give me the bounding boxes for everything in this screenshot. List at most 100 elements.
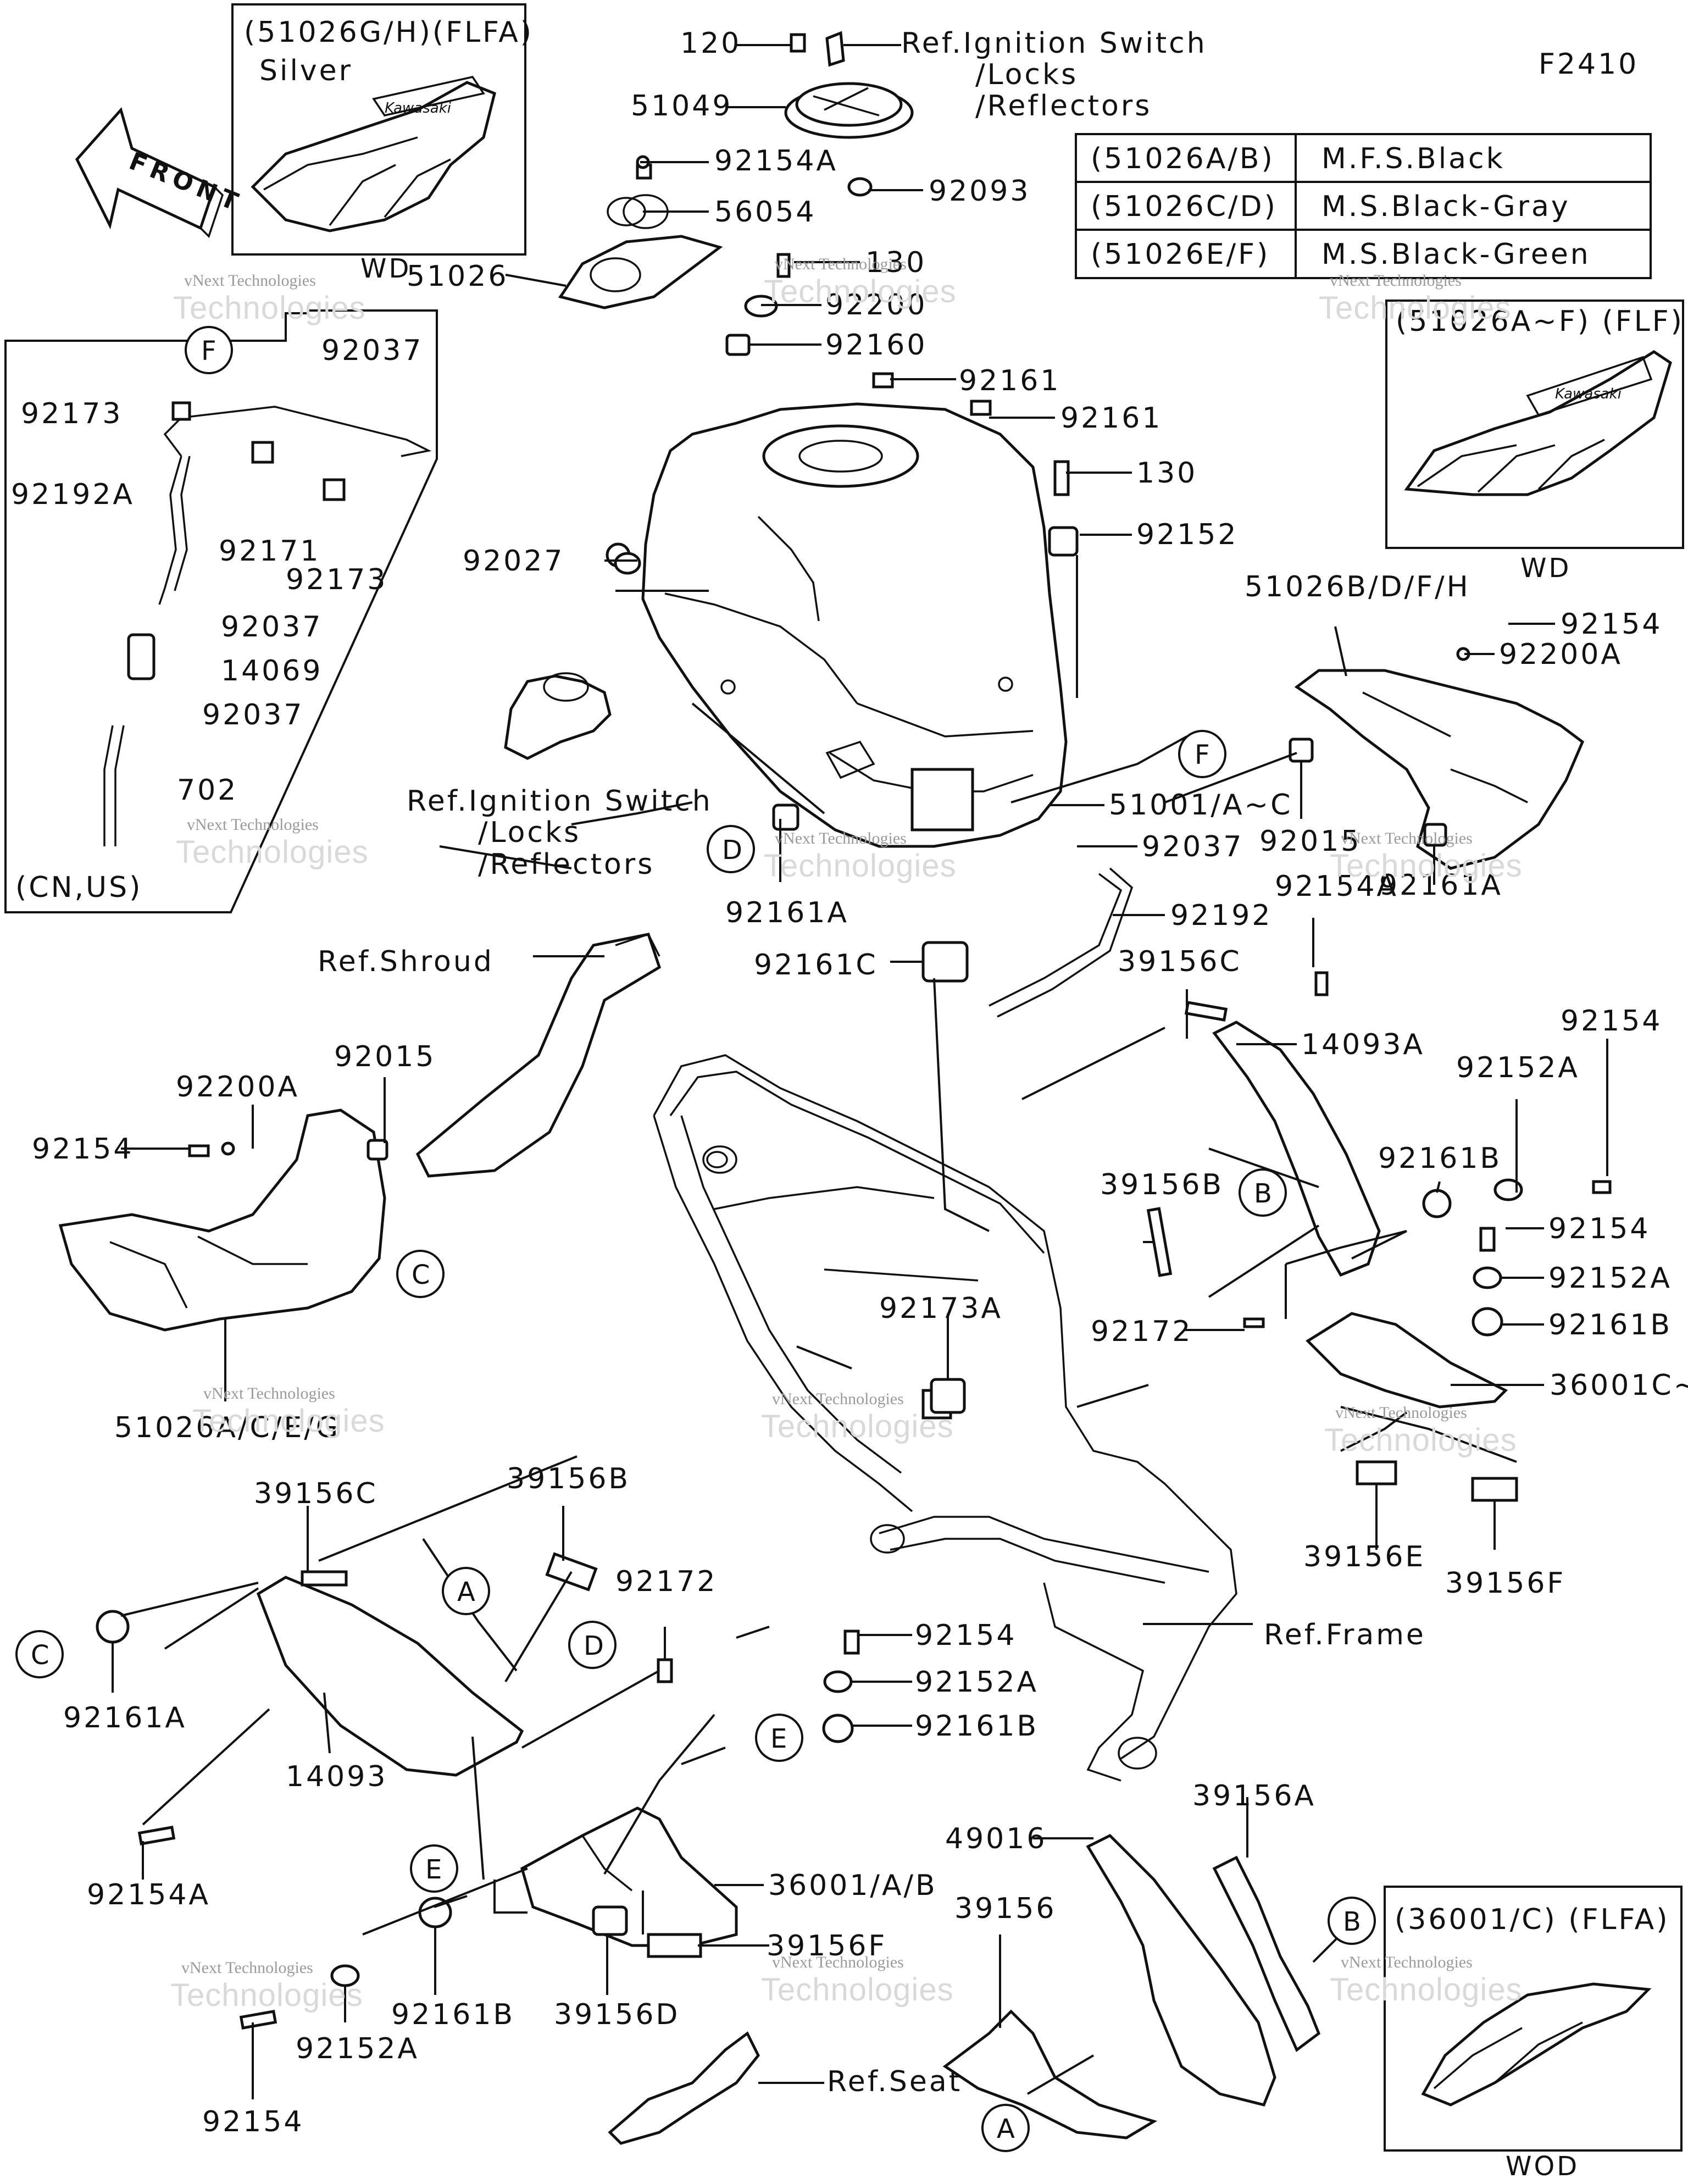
tank-cover-silver-illustration: Kawasaki (251, 76, 496, 232)
inner-panel-14093-drawing (256, 1576, 524, 1777)
callout-d-tank: D (707, 825, 755, 873)
watermark-text: Technologies (1330, 848, 1523, 884)
part-label: 120 (680, 27, 741, 60)
front-direction-arrow: FRONT (75, 107, 247, 239)
part-label: 39156E (1303, 1540, 1425, 1573)
part-label: 92037 (221, 611, 323, 644)
part-label: 92154 (202, 2105, 304, 2138)
part-label: 92173 (21, 397, 123, 430)
svg-text:C: C (412, 1260, 430, 1290)
svg-text:D: D (584, 1631, 604, 1661)
part-label: 92200A (176, 1071, 299, 1104)
part-label: 92161A (1379, 869, 1503, 902)
inset-silver-subtitle: Silver (259, 54, 353, 87)
inset-silver-box (231, 3, 526, 256)
part-label: 39156C (1118, 945, 1242, 978)
tank-cover-flf-illustration: Kawasaki (1404, 350, 1672, 496)
fuel-cap-drawing (784, 31, 914, 197)
callout-c-cover: C (396, 1250, 445, 1298)
watermark-text: Technologies (764, 848, 957, 884)
brand-logo-silver: Kawasaki (385, 100, 452, 117)
part-label: 130 (1136, 457, 1197, 490)
inner-panel-14093a-drawing (1212, 1021, 1381, 1277)
part-label: 92015 (1259, 825, 1361, 858)
part-label: 92161B (1378, 1142, 1502, 1175)
inset-cn-us-region: (CN,US) (15, 871, 142, 904)
color-table-code-1: (51026A/B) (1091, 142, 1275, 175)
part-label: 39156F (767, 1930, 887, 1963)
svg-text:E: E (425, 1854, 442, 1885)
part-label: 36001/A/B (768, 1869, 937, 1902)
part-label: 14069 (221, 655, 323, 688)
callout-d-panel: D (568, 1621, 617, 1669)
watermark-text: Technologies (176, 834, 369, 870)
svg-text:F: F (1195, 740, 1210, 771)
part-label: 56054 (714, 196, 816, 229)
part-label: 92152A (1456, 1051, 1580, 1084)
part-label: 92154 (1548, 1212, 1650, 1245)
part-label: 92037 (1142, 830, 1243, 863)
part-label: 92161A (63, 1701, 187, 1734)
part-label: 49016 (945, 1822, 1047, 1855)
pad-39156f-drawing (1471, 1477, 1518, 1502)
watermark-text: Technologies (764, 274, 957, 309)
fuel-line-inset-drawing (103, 401, 432, 846)
inset-flfa-box (1384, 1886, 1683, 2152)
watermark-text: Technologies (761, 1409, 954, 1444)
part-label: 92152A (1548, 1262, 1672, 1295)
part-label: 92154 (1561, 1005, 1662, 1038)
part-label: 92027 (463, 545, 564, 578)
watermark-text: vNext Technologies (775, 829, 907, 847)
watermark-text: vNext Technologies (184, 271, 316, 290)
part-label: 92172 (615, 1565, 717, 1598)
part-label: 130 (865, 246, 926, 279)
right-tank-side-cover-drawing (1294, 669, 1585, 870)
watermark-text: Technologies (173, 290, 366, 326)
part-label: 92093 (929, 175, 1030, 208)
part-label: 92171 (219, 535, 320, 568)
part-label: 51001/A~C (1109, 789, 1292, 822)
watermark-text: Technologies (192, 1403, 385, 1439)
callout-e-panel: E (410, 1844, 458, 1893)
callout-a-panel: A (442, 1567, 490, 1615)
part-label: 92173 (286, 563, 387, 596)
part-label: 92192 (1170, 899, 1272, 932)
callout-b-panel: B (1239, 1168, 1287, 1217)
part-label: 51026A/C/E/G (114, 1411, 340, 1444)
callout-a-pad: A (981, 2104, 1030, 2152)
watermark-text: vNext Technologies (181, 1959, 313, 1977)
fuel-hose-92192-drawing (989, 873, 1123, 1007)
ref-ignition-mid-3: /Reflectors (478, 848, 654, 881)
pad-39156e-drawing (1356, 1460, 1397, 1485)
pad-39156a-drawing (1212, 1855, 1321, 2052)
part-label: 92161B (391, 1998, 515, 2031)
ref-ignition-top-3: /Reflectors (975, 90, 1152, 123)
part-label: 92154A (87, 1878, 210, 1911)
part-label: 14093A (1301, 1028, 1425, 1061)
callout-f-inset: F (185, 326, 233, 374)
part-label: 92037 (321, 334, 423, 367)
watermark-text: vNext Technologies (1341, 1953, 1473, 1971)
part-label: 92015 (334, 1040, 436, 1073)
watermark-text: vNext Technologies (772, 1953, 904, 1971)
ref-ignition-mid-1: Ref.Ignition Switch (407, 785, 713, 818)
part-label: 92172 (1091, 1315, 1192, 1348)
lower-cover-36001-drawing (520, 1806, 738, 1947)
brand-logo-flf: Kawasaki (1555, 386, 1622, 402)
svg-text:B: B (1254, 1178, 1272, 1209)
diagram-code: F2410 (1539, 48, 1639, 81)
svg-text:F: F (201, 336, 216, 367)
part-label: 92152A (915, 1666, 1039, 1699)
callout-e-cover: E (755, 1714, 803, 1762)
part-label: 51026 (407, 260, 508, 293)
part-label: 92200A (1499, 638, 1623, 671)
watermark-text: vNext Technologies (203, 1384, 335, 1403)
ref-ignition-mid-2: /Locks (478, 816, 581, 849)
part-label: 39156C (254, 1477, 378, 1510)
watermark-text: Technologies (1319, 290, 1512, 326)
svg-text:A: A (997, 2114, 1015, 2144)
part-label: 36001C~E (1550, 1369, 1688, 1402)
ignition-cover-drawing (558, 163, 723, 309)
